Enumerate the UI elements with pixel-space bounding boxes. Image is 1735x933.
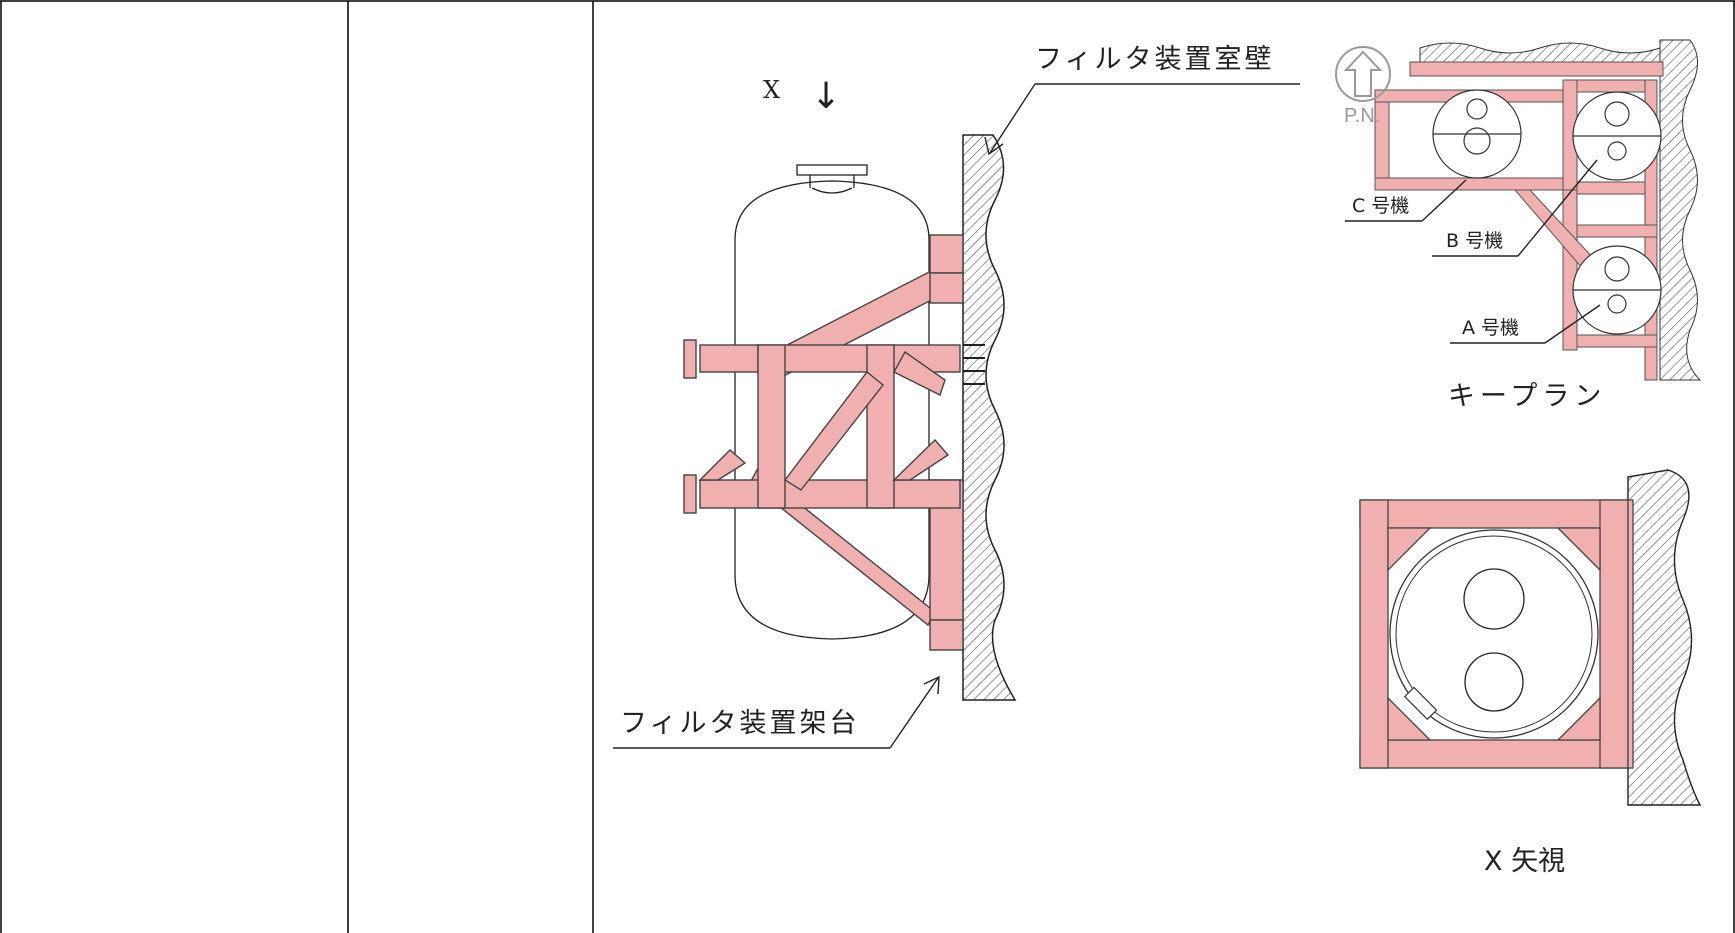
unit-c-label: C 号機 — [1352, 195, 1409, 217]
key-plan-label: キープラン — [1448, 381, 1606, 412]
filter-vessel — [734, 164, 930, 640]
view-marker-letter: X — [763, 76, 780, 104]
support-frame — [683, 234, 964, 651]
x-view: X 矢視 — [1359, 469, 1702, 877]
frame-leader — [613, 675, 940, 749]
key-plan: P.N. C 号機 B 号機 A 号機 キープラン — [1335, 39, 1702, 412]
unit-a-label: A 号機 — [1462, 317, 1519, 339]
main-elevation: X ↓ — [613, 44, 1300, 749]
anchor-bolts — [963, 344, 985, 385]
x-view-label: X 矢視 — [1484, 846, 1565, 877]
frame-label: フィルタ装置架台 — [620, 708, 859, 739]
wall-label: フィルタ装置室壁 — [1035, 44, 1274, 75]
north-arrow-icon — [1335, 46, 1391, 102]
wall-leader — [984, 83, 1300, 156]
view-marker-arrow: ↓ — [811, 76, 841, 117]
wall — [962, 134, 1017, 701]
unit-b-label: B 号機 — [1446, 230, 1503, 252]
north-label: P.N. — [1344, 105, 1380, 127]
